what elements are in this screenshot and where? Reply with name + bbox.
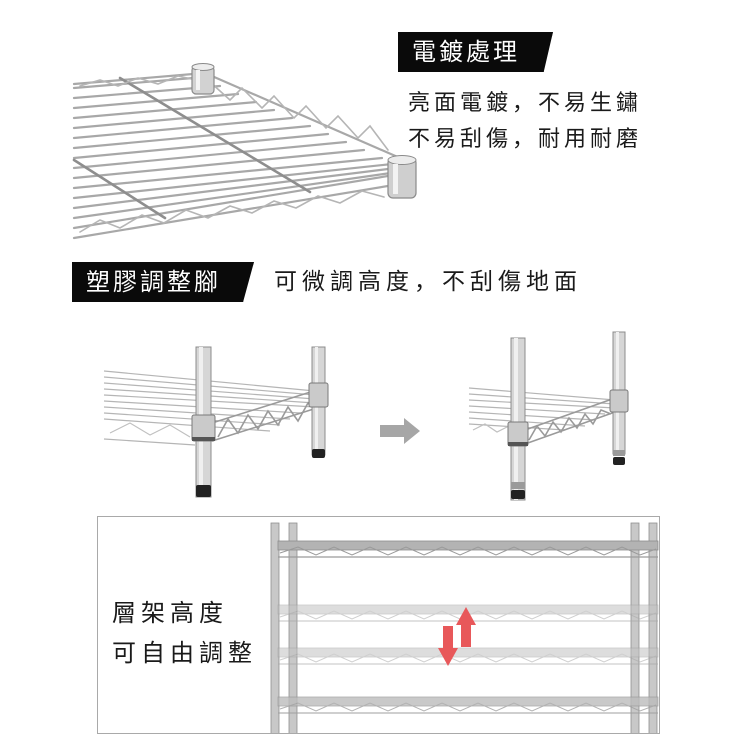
shelf-height-line-1: 層架高度 [112, 599, 228, 627]
feet-after-image [465, 330, 635, 505]
plating-label-text: 電鍍處理 [412, 38, 520, 66]
plating-line-1: 亮面電鍍，不易生鏽 [408, 91, 643, 116]
four-tier-rack-image [268, 517, 659, 733]
shelf-height-line-2: 可自由調整 [112, 639, 257, 667]
arrow-right-icon [380, 418, 420, 444]
plating-line-2: 不易刮傷，耐用耐磨 [408, 127, 643, 152]
plating-description: 亮面電鍍，不易生鏽 不易刮傷，耐用耐磨 [408, 86, 642, 158]
shelf-height-description: 層架高度 可自由調整 [112, 593, 257, 673]
arrow-up-icon [456, 607, 476, 647]
feet-label: 塑膠調整腳 [72, 262, 254, 302]
shelf-height-panel: 層架高度 可自由調整 [97, 516, 660, 734]
feet-label-text: 塑膠調整腳 [86, 268, 221, 296]
feet-before-image [100, 345, 335, 505]
plating-shelf-image [70, 60, 430, 245]
plating-label: 電鍍處理 [398, 32, 553, 72]
feet-description: 可微調高度，不刮傷地面 [274, 269, 582, 295]
arrow-down-icon [438, 626, 458, 666]
